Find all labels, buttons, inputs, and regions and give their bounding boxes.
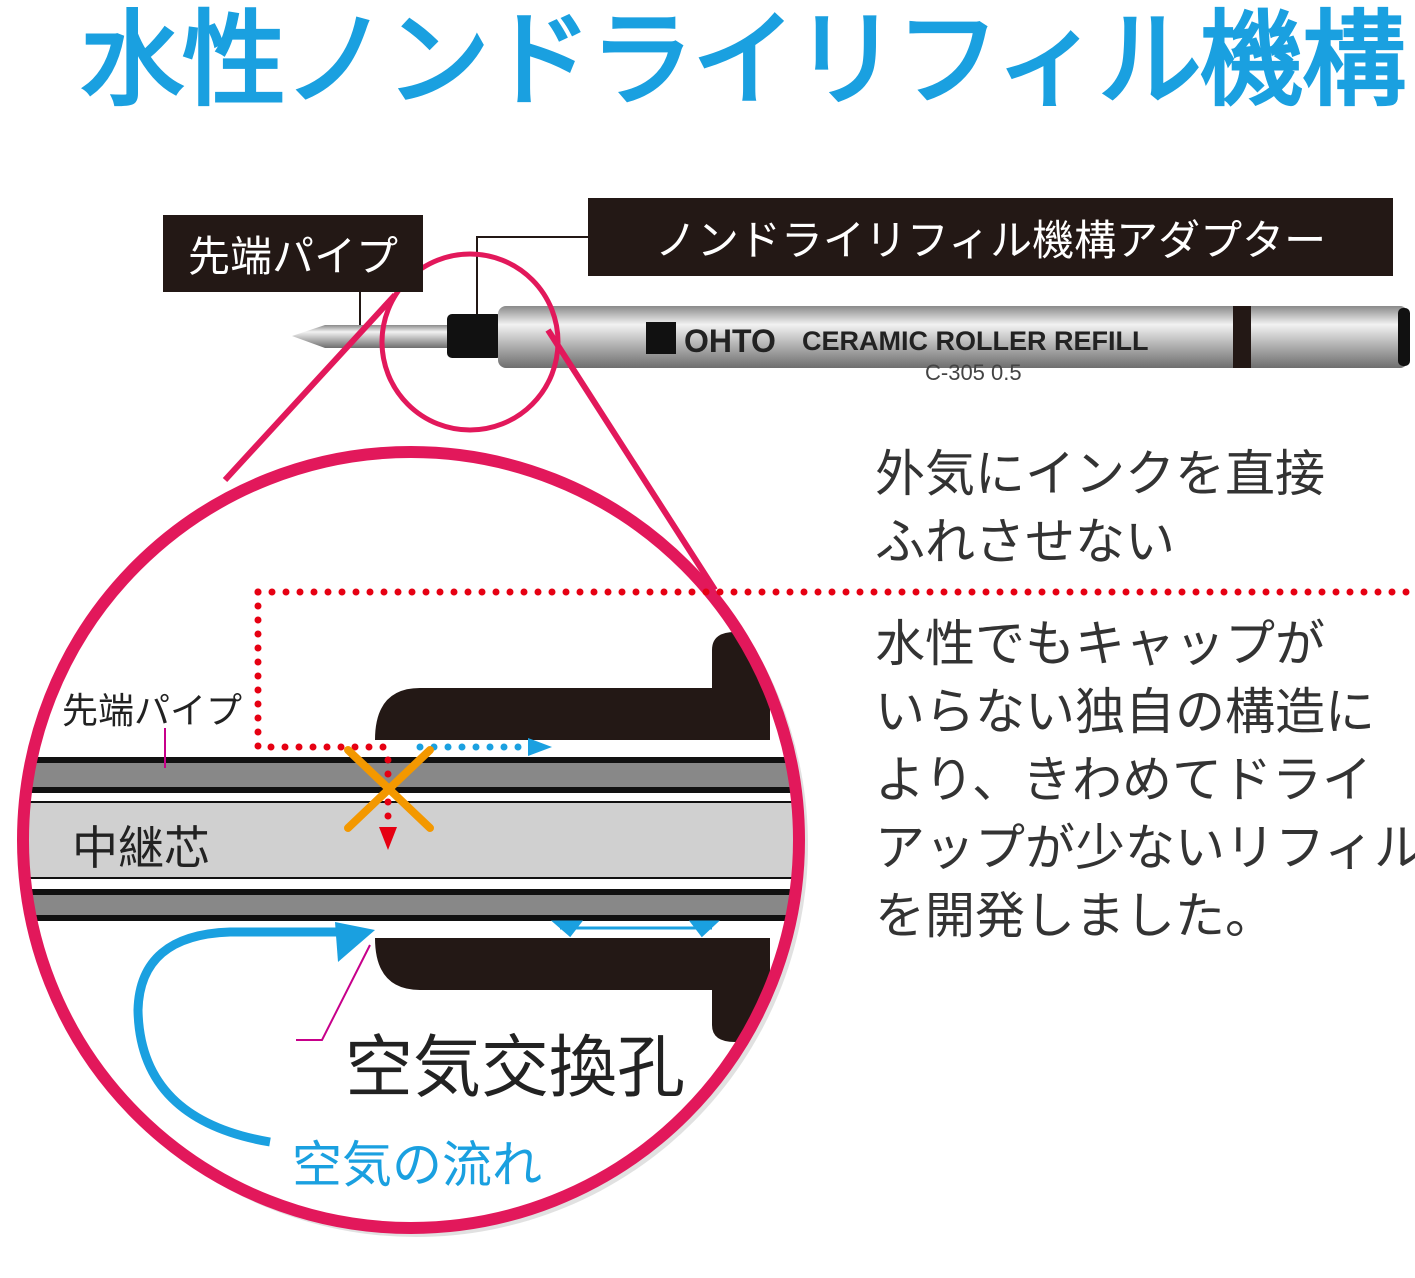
- adapter-cap: [447, 314, 502, 358]
- air-arrow-icon: [528, 738, 552, 756]
- magnified-section: [23, 588, 799, 1147]
- refill-body: [498, 306, 1408, 368]
- side-body-line: 水性でもキャップが: [875, 615, 1325, 673]
- gap-arrow-icon: [550, 920, 720, 938]
- magnify-line-left: [222, 292, 398, 483]
- side-body-line: を開発しました。: [875, 887, 1275, 945]
- refill-brand: OHTO: [684, 323, 776, 359]
- magnify-circle-ring: [17, 446, 805, 1234]
- side-body: 水性でもキャップが いらない独自の構造に より、きわめてドライ アップが少ないリ…: [875, 610, 1415, 950]
- air-flow-label: 空気の流れ: [292, 1136, 542, 1194]
- side-heading: 外気にインクを直接 ふれさせない: [875, 440, 1325, 576]
- side-heading-line: ふれさせない: [875, 513, 1175, 571]
- adapter-label: ノンドライリフィル機構アダプター: [588, 198, 1393, 276]
- air-hole-label: 空気交換孔: [345, 1029, 686, 1108]
- refill-name: CERAMIC ROLLER REFILL: [802, 326, 1148, 356]
- relay-core: [23, 801, 799, 879]
- refill-tip: [292, 325, 460, 348]
- page-title: 水性ノンドライリフィル機構: [80, 0, 1406, 121]
- adapter-leader-line: [476, 236, 588, 318]
- adapter-upper: [375, 632, 770, 740]
- side-body-line: アップが少ないリフィル: [875, 819, 1415, 877]
- tip-pipe-label: 先端パイプ: [163, 215, 423, 292]
- relay-core-label: 中継芯: [72, 821, 210, 875]
- tip-pipe-inner-label: 先端パイプ: [62, 691, 243, 732]
- air-hole-pointer: [296, 944, 371, 1041]
- adapter-lower: [375, 938, 770, 1042]
- magnify-line-right: [545, 328, 718, 592]
- air-flow-arrowhead-icon: [335, 922, 375, 962]
- ink-path-dots: [254, 588, 392, 751]
- side-body-line: いらない独自の構造に: [875, 683, 1375, 741]
- side-heading-line: 外気にインクを直接: [875, 445, 1325, 503]
- tip-pipe-lower: [23, 889, 799, 921]
- refill-model: C-305 0.5: [925, 360, 1022, 385]
- ink-arrow-icon: [379, 827, 397, 850]
- refill-illustration: OHTO CERAMIC ROLLER REFILL C-305 0.5: [292, 306, 1410, 385]
- air-flow-arrow: [133, 927, 345, 1147]
- blocked-cross-icon: [344, 746, 434, 832]
- side-body-line: より、きわめてドライ: [875, 751, 1372, 809]
- refill-band: [1233, 306, 1251, 368]
- refill-end: [1398, 308, 1410, 366]
- ohto-logo-icon: [646, 322, 676, 354]
